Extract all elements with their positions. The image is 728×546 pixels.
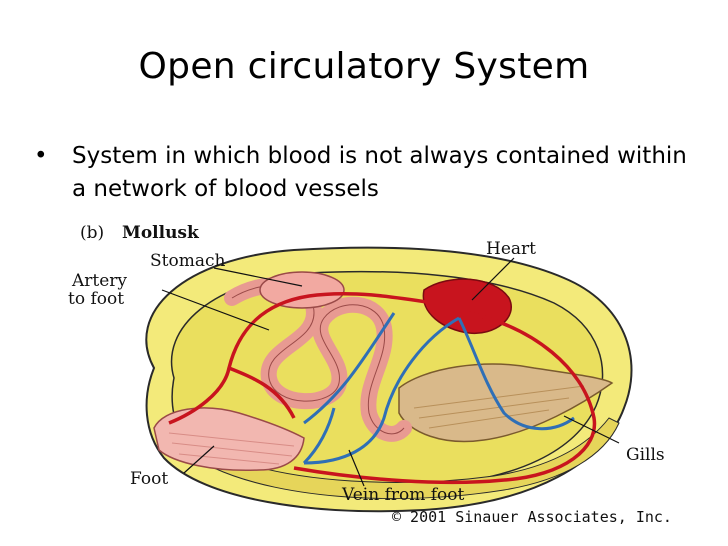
label-foot: Foot: [130, 469, 168, 489]
slide-title: Open circulatory System: [138, 46, 590, 87]
label-artery-line1: Artery: [71, 271, 127, 291]
label-vein-from-foot: Vein from foot: [341, 485, 465, 505]
vein-vessels: [302, 312, 575, 465]
bullet-marker: •: [34, 143, 48, 169]
copyright-notice: © 2001 Sinauer Associates, Inc.: [392, 508, 672, 526]
panel-letter: (b): [80, 223, 104, 243]
panel-title: Mollusk: [122, 223, 200, 243]
label-heart: Heart: [486, 239, 536, 259]
label-gills: Gills: [626, 445, 665, 465]
artery-vessels: [168, 291, 597, 485]
leader-lines: [161, 257, 620, 487]
intestine-loops-outline: [231, 284, 405, 435]
mollusk-circulation-diagram: (b) Mollusk: [64, 218, 700, 530]
gill-stripes: [413, 385, 585, 429]
label-stomach: Stomach: [150, 251, 225, 271]
label-artery-line2: to foot: [68, 289, 124, 309]
stomach-shape: [259, 271, 345, 309]
diagram-svg: (b) Mollusk: [68, 223, 672, 526]
bullet-text: System in which blood is not always cont…: [72, 143, 687, 202]
bullet-list: • System in which blood is not always co…: [34, 140, 694, 206]
foot-striations: [168, 432, 295, 465]
